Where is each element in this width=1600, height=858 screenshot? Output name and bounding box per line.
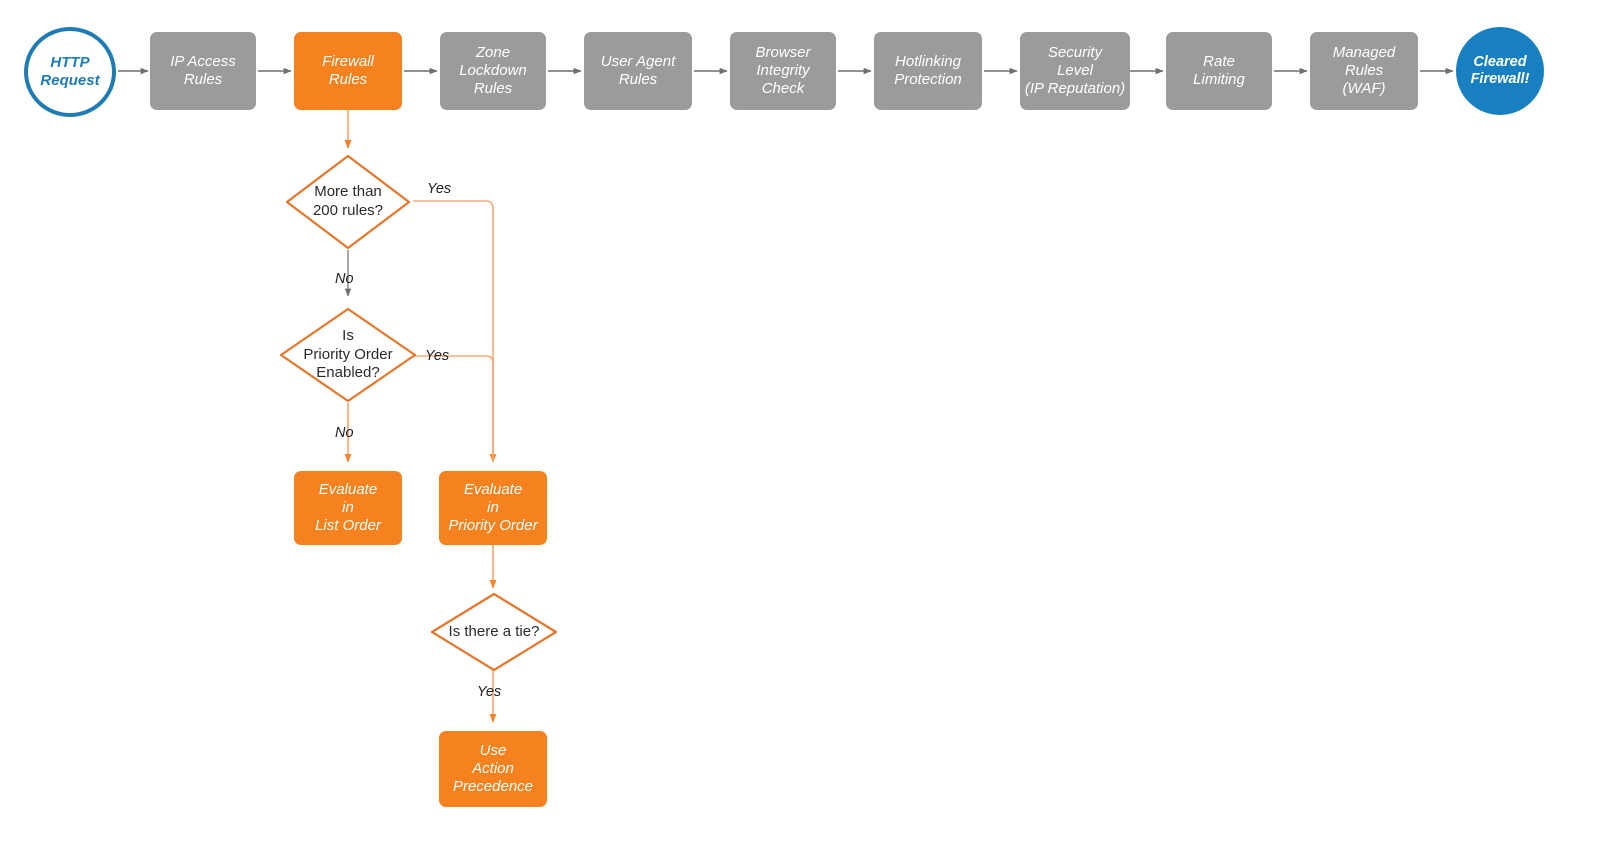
node-ip-access-rules-label: IP Access Rules — [170, 52, 236, 88]
node-more-than-200-rules-label: More than 200 rules? — [312, 183, 384, 219]
edge-label-rules-no: No — [335, 271, 354, 287]
diamond-shape — [279, 307, 417, 403]
node-use-action-precedence-label: Use Action Precedence — [452, 741, 534, 796]
node-http-request-label: HTTP Request — [40, 54, 100, 89]
node-evaluate-priority-order-label: Evaluate in Priority Order — [448, 480, 538, 535]
node-more-than-200-rules[interactable]: More than 200 rules? — [284, 153, 412, 251]
node-managed-rules-waf-label: Managed Rules (WAF) — [1332, 43, 1396, 98]
diamond-shape — [430, 592, 558, 672]
node-rate-limiting[interactable]: Rate Limiting — [1166, 32, 1272, 110]
edge-priority-yes — [413, 355, 494, 462]
edge-label-priority-no: No — [335, 425, 354, 441]
node-cleared-firewall-label: Cleared Firewall! — [1470, 53, 1530, 87]
node-hotlinking-protection-label: Hotlinking Protection — [894, 52, 962, 88]
node-ip-access-rules[interactable]: IP Access Rules — [150, 32, 256, 110]
node-http-request[interactable]: HTTP Request — [24, 27, 116, 117]
node-use-action-precedence[interactable]: Use Action Precedence — [439, 731, 547, 807]
node-browser-integrity-check-label: Browser Integrity Check — [755, 43, 811, 98]
node-is-there-a-tie[interactable]: Is there a tie? — [429, 591, 559, 673]
node-security-level-label: Security Level (IP Reputation) — [1024, 43, 1126, 98]
edge-label-rules-yes: Yes — [427, 181, 452, 197]
node-rate-limiting-label: Rate Limiting — [1193, 52, 1245, 88]
node-firewall-rules-label: Firewall Rules — [322, 52, 374, 88]
node-security-level[interactable]: Security Level (IP Reputation) — [1020, 32, 1130, 110]
node-evaluate-list-order-label: Evaluate in List Order — [315, 480, 381, 535]
diamond-shape — [285, 154, 411, 250]
node-managed-rules-waf[interactable]: Managed Rules (WAF) — [1310, 32, 1418, 110]
node-is-priority-order-enabled-label: Is Priority Order Enabled? — [303, 326, 393, 382]
node-user-agent-rules[interactable]: User Agent Rules — [584, 32, 692, 110]
node-zone-lockdown-rules[interactable]: Zone Lockdown Rules — [440, 32, 546, 110]
node-cleared-firewall[interactable]: Cleared Firewall! — [1456, 27, 1544, 115]
node-hotlinking-protection[interactable]: Hotlinking Protection — [874, 32, 982, 110]
node-is-priority-order-enabled[interactable]: Is Priority Order Enabled? — [278, 306, 418, 404]
node-evaluate-list-order[interactable]: Evaluate in List Order — [294, 471, 402, 545]
node-browser-integrity-check[interactable]: Browser Integrity Check — [730, 32, 836, 110]
edge-label-priority-yes: Yes — [425, 348, 450, 364]
node-evaluate-priority-order[interactable]: Evaluate in Priority Order — [439, 471, 547, 545]
node-zone-lockdown-rules-label: Zone Lockdown Rules — [459, 43, 527, 98]
edge-rules-yes — [413, 200, 497, 463]
node-firewall-rules[interactable]: Firewall Rules — [294, 32, 402, 110]
edge-label-tie-yes: Yes — [477, 684, 502, 700]
node-is-there-a-tie-label: Is there a tie? — [448, 622, 540, 640]
node-user-agent-rules-label: User Agent Rules — [600, 52, 676, 88]
